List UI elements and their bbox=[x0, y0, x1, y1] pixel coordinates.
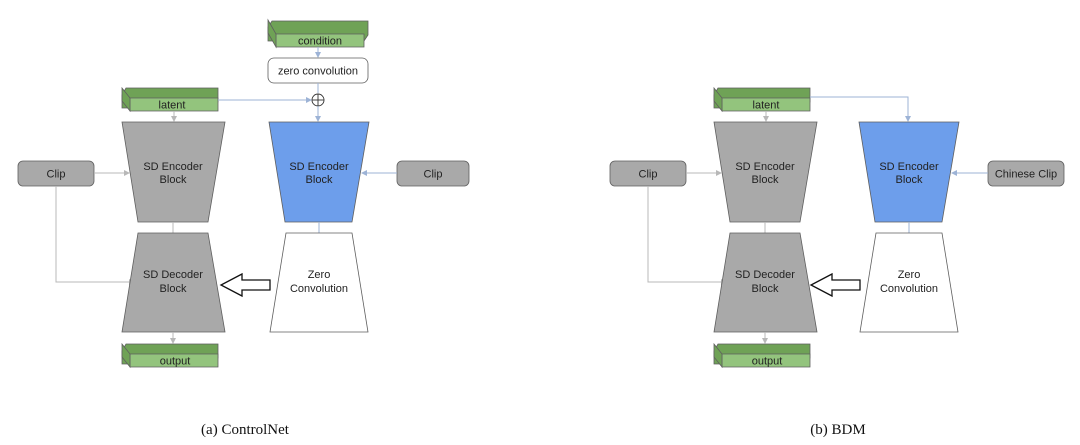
condition-node: condition bbox=[267, 18, 369, 49]
sd-encoder-trainable-label-1: SD Encoder bbox=[289, 161, 349, 173]
hollow-arrow-icon bbox=[219, 272, 271, 298]
zero-convolution-block: Zero Convolution bbox=[269, 232, 369, 333]
clip-left-node: Clip bbox=[17, 160, 95, 187]
zero-convolution-label-1: Zero bbox=[308, 269, 331, 281]
add-node bbox=[311, 93, 325, 107]
bdm-sd-encoder-label-2: Block bbox=[752, 174, 779, 186]
bdm-latent-node: latent bbox=[713, 86, 811, 113]
zero-convolution-label-2: Convolution bbox=[290, 283, 348, 295]
sd-encoder-trainable-label-2: Block bbox=[306, 174, 333, 186]
latent-node: latent bbox=[121, 86, 219, 113]
bdm-output-node: output bbox=[713, 342, 811, 369]
bdm-chinese-clip-node: Chinese Clip bbox=[987, 160, 1065, 187]
sd-encoder-block: SD Encoder Block bbox=[121, 121, 226, 223]
sd-decoder-block: SD Decoder Block bbox=[121, 232, 226, 333]
bdm-latent-label: latent bbox=[753, 100, 780, 112]
bdm-sd-encoder-block: SD Encoder Block bbox=[713, 121, 818, 223]
bdm-sd-decoder-label-1: SD Decoder bbox=[735, 269, 795, 281]
sd-decoder-label-2: Block bbox=[160, 283, 187, 295]
clip-right-node: Clip bbox=[396, 160, 470, 187]
bdm-clip-left-node: Clip bbox=[609, 160, 687, 187]
caption-bdm: (b) BDM bbox=[810, 422, 865, 438]
zero-convolution-box-label: zero convolution bbox=[278, 66, 358, 78]
sd-encoder-label-1: SD Encoder bbox=[143, 161, 203, 173]
bdm-chinese-clip-label: Chinese Clip bbox=[995, 169, 1057, 181]
bdm-hollow-arrow-icon bbox=[809, 272, 861, 298]
bdm-sd-encoder-label-1: SD Encoder bbox=[735, 161, 795, 173]
bdm-zero-convolution-label-2: Convolution bbox=[880, 283, 938, 295]
bdm-sd-encoder-trainable-block: SD Encoder Block bbox=[858, 121, 960, 223]
bdm-sd-decoder-label-2: Block bbox=[752, 283, 779, 295]
bdm-diagram: latent SD Encoder Block SD Encoder Block… bbox=[609, 86, 1065, 438]
condition-label: condition bbox=[298, 36, 342, 48]
bdm-output-label: output bbox=[752, 356, 783, 368]
caption-controlnet: (a) ControlNet bbox=[201, 422, 290, 438]
zero-convolution-box: zero convolution bbox=[267, 57, 369, 84]
clip-right-label: Clip bbox=[424, 169, 443, 181]
bdm-zero-convolution-label-1: Zero bbox=[898, 269, 921, 281]
bdm-clip-left-label: Clip bbox=[639, 169, 658, 181]
sd-encoder-trainable-block: SD Encoder Block bbox=[268, 121, 370, 223]
controlnet-diagram: condition zero convolution latent SD bbox=[17, 18, 470, 438]
sd-decoder-label-1: SD Decoder bbox=[143, 269, 203, 281]
clip-left-label: Clip bbox=[47, 169, 66, 181]
bdm-sd-encoder-trainable-label-1: SD Encoder bbox=[879, 161, 939, 173]
output-label: output bbox=[160, 356, 191, 368]
bdm-sd-encoder-trainable-label-2: Block bbox=[896, 174, 923, 186]
output-node: output bbox=[121, 342, 219, 369]
bdm-zero-convolution-block: Zero Convolution bbox=[859, 232, 959, 333]
bdm-sd-decoder-block: SD Decoder Block bbox=[713, 232, 818, 333]
latent-label: latent bbox=[159, 100, 186, 112]
sd-encoder-label-2: Block bbox=[160, 174, 187, 186]
